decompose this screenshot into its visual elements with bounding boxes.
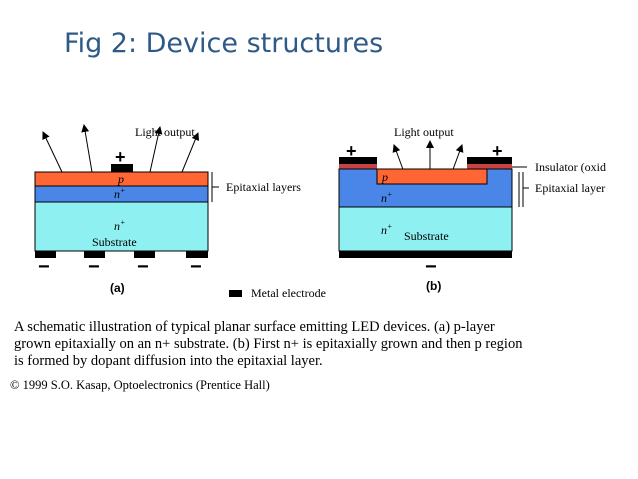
light-output-label-b: Light output [394,125,454,139]
plus-sign-left-b: + [346,141,357,161]
caption-line-1: A schematic illustration of typical plan… [14,319,495,335]
panel-label-b: (b) [426,279,441,293]
bottom-electrodes-a [35,251,208,258]
substrate-b [338,206,513,252]
substrate-label-b: Substrate [404,229,449,243]
epitaxial-label-a: Epitaxial layers [226,180,301,194]
light-output-label-a: Light output [135,125,195,139]
n-label-b: n+ [381,190,392,205]
page-title: Fig 2: Device structures [64,28,384,59]
figure-caption: A schematic illustration of typical plan… [14,319,614,370]
caption-line-2: grown epitaxially on an n+ substrate. (b… [14,336,523,352]
n-substrate-label-a: n+ [114,218,125,233]
insulator-right-b [467,164,512,169]
metal-electrode-swatch [229,290,242,297]
caption-line-3: is formed by dopant diffusion into the e… [14,353,323,369]
p-label-a: p [117,172,124,186]
epitaxial-label-b: Epitaxial layer [535,181,605,195]
p-label-b: p [381,170,388,184]
diagram-b: Light output + + p n+ n+ Substrate − Ins… [338,125,606,293]
svg-text:−: − [38,256,50,278]
legend: Metal electrode [229,286,326,300]
n-substrate-label-b: n+ [381,222,392,237]
epitaxial-bracket-b [518,172,529,207]
bottom-electrode-b [339,251,512,258]
top-electrode-left-b [339,157,377,164]
diagram-a: Light output + p n+ n+ Substrate − − − − [34,124,301,295]
substrate-label-a: Substrate [92,235,137,249]
panel-label-a: (a) [110,281,125,295]
metal-electrode-label: Metal electrode [251,286,326,300]
insulator-label: Insulator (oxid [535,160,606,174]
top-electrode-right-b [467,157,512,164]
svg-text:−: − [137,256,149,278]
plus-sign-a: + [115,147,126,167]
p-region-b [376,168,488,185]
insulator-left-b [339,164,377,169]
substrate-a [34,201,209,252]
minus-signs-a: − − − − [38,256,202,278]
plus-sign-right-b: + [492,141,503,161]
n-label-a: n+ [114,186,125,201]
light-arrows-a [42,124,200,173]
epitaxial-bracket-a [207,172,219,202]
minus-sign-b: − [425,256,437,278]
top-electrode-a [111,164,133,172]
svg-text:−: − [190,256,202,278]
copyright-credit: © 1999 S.O. Kasap, Optoelectronics (Pren… [10,378,270,392]
svg-text:−: − [88,256,100,278]
